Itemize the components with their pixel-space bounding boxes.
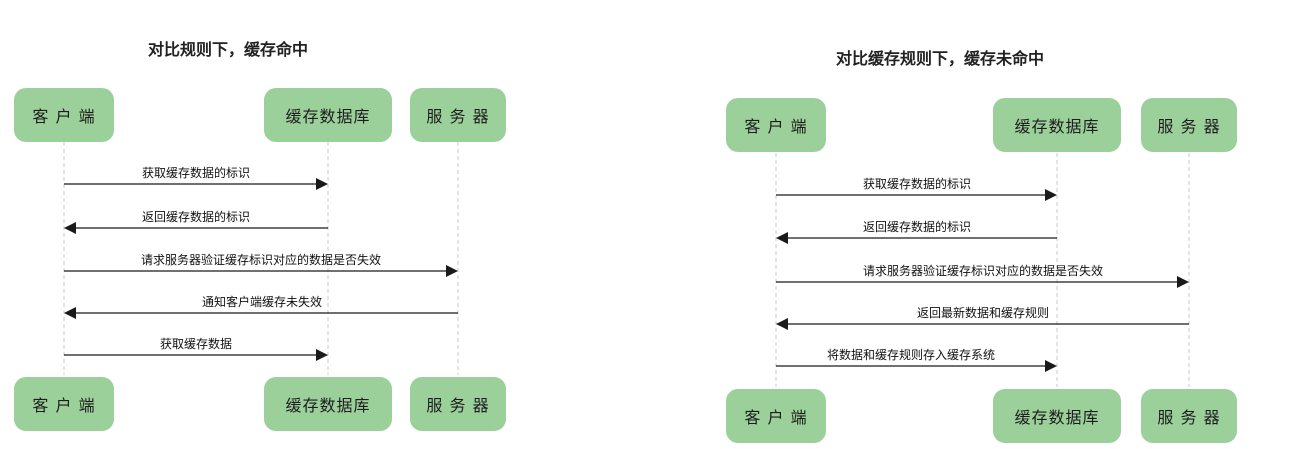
right-message-4: 返回最新数据和缓存规则 <box>916 306 1050 320</box>
right-message-3: 请求服务器验证缓存标识对应的数据是否失效 <box>862 264 1104 278</box>
left-message-5: 获取缓存数据 <box>159 337 233 351</box>
right-bottom-cache-box: 缓存数据库 <box>993 389 1121 443</box>
right-top-cache-box: 缓存数据库 <box>993 98 1121 152</box>
left-top-client-box: 客 户 端 <box>14 88 114 142</box>
arrow-left-3 <box>64 265 458 277</box>
right-message-2: 返回缓存数据的标识 <box>862 220 972 234</box>
right-diagram-title: 对比缓存规则下，缓存未命中 <box>836 49 1045 68</box>
arrow-left-4 <box>64 307 458 319</box>
arrow-right-2 <box>776 232 1057 244</box>
arrow-right-1 <box>776 189 1057 201</box>
left-message-4: 通知客户端缓存未失效 <box>201 295 323 309</box>
right-bottom-server-box: 服 务 器 <box>1141 389 1237 443</box>
right-message-5: 将数据和缓存规则存入缓存系统 <box>826 348 996 362</box>
arrow-right-3 <box>776 276 1189 288</box>
arrow-right-5 <box>776 360 1057 372</box>
left-bottom-server-box: 服 务 器 <box>410 377 506 431</box>
arrow-left-5 <box>64 349 328 361</box>
arrow-right-4 <box>776 318 1189 330</box>
right-bottom-client-box: 客 户 端 <box>726 389 826 443</box>
arrow-left-2 <box>64 222 328 234</box>
left-message-2: 返回缓存数据的标识 <box>141 210 251 224</box>
left-diagram-title: 对比规则下，缓存命中 <box>148 40 309 59</box>
right-top-client-box: 客 户 端 <box>726 98 826 152</box>
left-top-server-box: 服 务 器 <box>410 88 506 142</box>
right-top-server-box: 服 务 器 <box>1141 98 1237 152</box>
right-message-1: 获取缓存数据的标识 <box>862 177 972 191</box>
left-bottom-cache-box: 缓存数据库 <box>264 377 392 431</box>
left-top-cache-box: 缓存数据库 <box>264 88 392 142</box>
left-message-1: 获取缓存数据的标识 <box>141 166 251 180</box>
left-bottom-client-box: 客 户 端 <box>14 377 114 431</box>
left-message-3: 请求服务器验证缓存标识对应的数据是否失效 <box>140 253 382 267</box>
arrow-left-1 <box>64 178 328 190</box>
